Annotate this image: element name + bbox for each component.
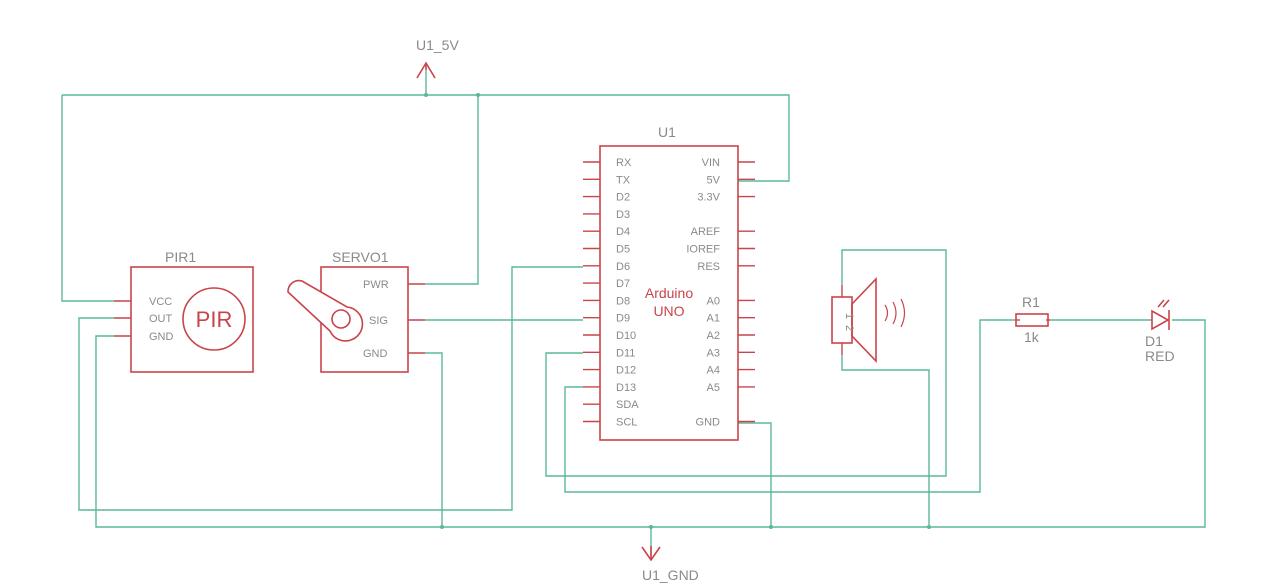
arduino-pin-vin: VIN — [702, 157, 720, 169]
arduino-pin-a0: A0 — [707, 295, 720, 307]
wire-servo-pwr[interactable] — [425, 95, 479, 285]
arduino-pin-a1: A1 — [707, 313, 720, 325]
arduino-pin-d11: D11 — [616, 347, 635, 359]
arduino-pin-d5: D5 — [616, 244, 630, 256]
gnd-power-symbol[interactable]: U1_GND — [641, 546, 699, 583]
arduino-title-line1: Arduino — [645, 285, 693, 301]
arduino-pin-gnd: GND — [696, 417, 721, 429]
arduino-body — [599, 145, 739, 441]
wire-servo-gnd[interactable] — [425, 352, 443, 527]
vcc-power-symbol[interactable]: U1_5V — [416, 37, 459, 79]
junction-dot — [424, 93, 428, 97]
buzzer-pin-2: 2 — [843, 325, 855, 331]
arduino-pin-d3: D3 — [616, 209, 630, 221]
pir-lens-icon — [182, 287, 246, 351]
junction-dot — [927, 525, 931, 529]
arduino-pin-d8: D8 — [616, 295, 630, 307]
wires — [61, 70, 1206, 556]
arduino-pin-scl: SCL — [616, 417, 637, 429]
arduino-pin-a3: A3 — [707, 347, 720, 359]
pir-body — [130, 266, 254, 373]
junction-dot — [649, 525, 653, 529]
servo-pin-pwr: PWR — [363, 279, 389, 291]
pir-pin-gnd: GND — [149, 331, 174, 343]
arduino-pin-res: RES — [697, 261, 720, 273]
wire-pir-gnd[interactable] — [95, 319, 1206, 528]
vcc-net-label: U1_5V — [416, 37, 459, 53]
wire-pir-out-d6[interactable] — [78, 266, 583, 511]
led-value-label: RED — [1145, 348, 1175, 364]
arduino-pin-d6: D6 — [616, 261, 630, 273]
resistor-r1[interactable]: R1 1k — [1015, 294, 1050, 345]
arduino-pin-tx: TX — [616, 174, 631, 186]
arduino-pin-rx: RX — [616, 157, 632, 169]
arduino-pin-sda: SDA — [616, 399, 639, 411]
servo-motor[interactable]: SERVO1 PWR SIG GND — [287, 249, 425, 373]
arduino-pin-d4: D4 — [616, 226, 630, 238]
led-d1[interactable]: D1 RED — [1145, 299, 1175, 364]
resistor-value-label: 1k — [1024, 329, 1040, 345]
resistor-body — [1015, 313, 1049, 327]
arduino-pin-ioref: IOREF — [686, 244, 720, 256]
led-light-rays-icon — [1157, 299, 1170, 308]
pir-ref-label: PIR1 — [165, 249, 196, 265]
servo-ref-label: SERVO1 — [332, 249, 389, 265]
junction-dot — [476, 93, 480, 97]
led-ref-label: D1 — [1145, 333, 1163, 349]
wire-d13-resistor[interactable] — [564, 319, 1016, 493]
arduino-pin-5v: 5V — [707, 174, 721, 186]
arduino-pin-a5: A5 — [707, 382, 720, 394]
led-diode-icon — [1151, 309, 1170, 331]
buzzer[interactable]: 1 2 — [831, 277, 906, 363]
servo-pin-gnd: GND — [363, 348, 388, 360]
junction-dot — [440, 525, 444, 529]
buzzer-pin-1: 1 — [843, 313, 855, 319]
arduino-pin-a2: A2 — [707, 330, 720, 342]
arduino-title-line2: UNO — [653, 303, 684, 319]
pir-sensor[interactable]: PIR1 VCC OUT GND PIR — [114, 249, 254, 373]
resistor-ref-label: R1 — [1022, 294, 1040, 310]
servo-pin-sig: SIG — [369, 315, 388, 327]
pir-symbol-text: PIR — [196, 307, 233, 332]
wire-5v-rail[interactable] — [62, 94, 790, 182]
arduino-pin-a4: A4 — [707, 365, 720, 377]
wire-pir-vcc[interactable] — [61, 95, 114, 302]
servo-horn-icon — [287, 279, 364, 342]
arduino-pin-d2: D2 — [616, 192, 630, 204]
wire-d11-buzzer[interactable] — [545, 249, 947, 477]
arduino-pin-d12: D12 — [616, 365, 636, 377]
arduino-pin-d10: D10 — [616, 330, 636, 342]
wire-buzzer-gnd[interactable] — [841, 355, 930, 527]
pir-pin-out: OUT — [149, 313, 173, 325]
arduino-pin-33v: 3.3V — [697, 192, 720, 204]
pir-pin-vcc: VCC — [149, 296, 172, 308]
arduino-pin-d9: D9 — [616, 313, 630, 325]
gnd-net-label: U1_GND — [642, 567, 699, 583]
arduino-pin-aref: AREF — [691, 226, 721, 238]
arduino-ref-label: U1 — [658, 124, 676, 140]
wire-arduino-gnd[interactable] — [738, 422, 772, 527]
speaker-cone-icon — [851, 277, 877, 363]
sound-waves-icon — [884, 298, 906, 328]
junction-dot — [769, 525, 773, 529]
arduino-pin-d13: D13 — [616, 382, 636, 394]
buzzer-body — [831, 296, 853, 344]
arduino-pin-d7: D7 — [616, 278, 630, 290]
